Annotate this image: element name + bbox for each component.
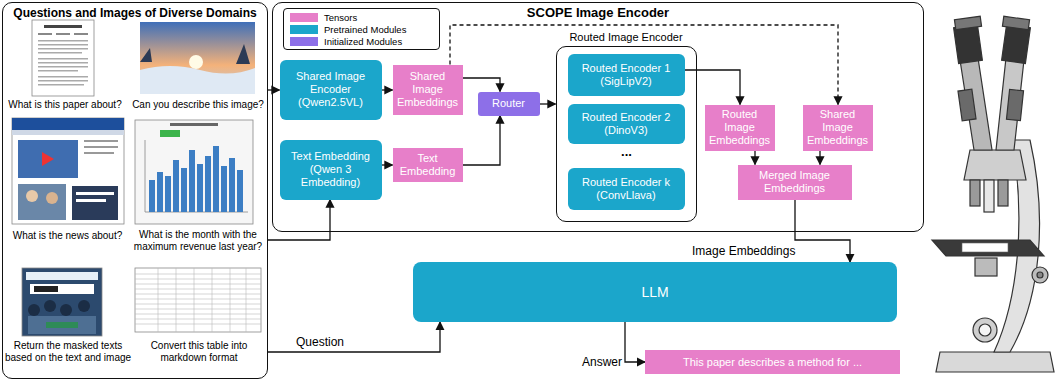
module-box: Routed Encoder k (ConvLlava): [568, 168, 685, 210]
legend-swatch: [290, 37, 318, 46]
flow-arrow: [463, 78, 501, 92]
flow-arrow: [625, 322, 645, 362]
tensor-box: Text Embedding: [393, 148, 463, 182]
tensor-box: Routed Image Embeddings: [705, 105, 775, 151]
tensor-box: Shared Image Embeddings: [393, 65, 463, 115]
node-label: This paper describes a method for ...: [683, 356, 862, 369]
news-screenshot: [12, 118, 124, 224]
encoder-group: Routed Image EncoderRouted Encoder 1 (Si…: [556, 46, 697, 222]
llm-box: LLM: [413, 262, 897, 322]
flow-arrow: [382, 89, 393, 90]
flow-arrow: [382, 164, 393, 165]
module-box: Text Embedding (Qwen 3 Embedding): [280, 140, 382, 200]
node-label: Text Embedding (Qwen 3 Embedding): [284, 150, 378, 189]
flow-arrow: [819, 151, 820, 165]
question-caption: What is the news about?: [5, 230, 130, 242]
node-label: Merged Image Embeddings: [742, 169, 848, 195]
node-label: Routed Encoder k (ConvLlava): [572, 176, 681, 202]
legend-box: TensorsPretrained ModulesInitialized Mod…: [283, 8, 440, 50]
legend-swatch: [290, 25, 318, 34]
flow-arrow: [795, 200, 850, 263]
domain-panel: Questions and Images of Diverse Domains: [2, 2, 268, 379]
flow-arrow: [754, 151, 755, 165]
tensor-box: Shared Image Embeddings: [803, 105, 873, 151]
node-label: LLM: [641, 286, 668, 299]
question-caption: Can you describe this image?: [130, 99, 266, 111]
edge-label: Answer: [580, 355, 624, 369]
node-label: Routed Encoder 2 (DinoV3): [572, 111, 681, 137]
node-label: Shared Image Embeddings: [397, 70, 459, 109]
module-box: Routed Encoder 1 (SigLipV2): [568, 54, 685, 96]
question-caption: What is this paper about?: [5, 99, 125, 111]
group-heading: Routed Image Encoder: [557, 31, 696, 43]
legend-text: Pretrained Modules: [324, 24, 406, 35]
panel-title: Questions and Images of Diverse Domains: [3, 6, 267, 20]
question-caption: Convert this table into markdown format: [133, 340, 265, 364]
tensor-box: Merged Image Embeddings: [738, 165, 852, 200]
router-box: Router: [478, 92, 540, 116]
tensor-box: This paper describes a method for ...: [645, 350, 900, 374]
module-box: Routed Encoder 2 (DinoV3): [568, 104, 685, 144]
ellipsis-mark: ...: [568, 145, 685, 159]
node-label: Text Embedding: [397, 152, 459, 178]
node-label: Shared Image Encoder (Qwen2.5VL): [284, 70, 378, 109]
node-label: Routed Image Embeddings: [709, 108, 771, 147]
node-label: Routed Encoder 1 (SigLipV2): [572, 62, 681, 88]
table-thumbnail: [135, 268, 261, 332]
module-box: Shared Image Encoder (Qwen2.5VL): [280, 60, 382, 120]
flow-arrow: [268, 89, 280, 90]
edge-label: Question: [294, 335, 346, 349]
flow-arrow: [268, 200, 330, 241]
node-label: Router: [492, 97, 525, 110]
node-label: Shared Image Embeddings: [807, 108, 869, 147]
legend-text: Initialized Modules: [324, 36, 402, 47]
flow-arrow: [268, 322, 440, 352]
flow-arrow: [463, 116, 501, 166]
masked-text-image: [22, 268, 102, 336]
bar-chart-thumbnail: [135, 120, 253, 224]
legend-swatch: [290, 13, 318, 22]
flow-arrow: [540, 103, 556, 104]
microscope-illustration: [932, 16, 1054, 372]
question-caption: Return the masked texts based on the tex…: [4, 340, 132, 364]
legend-text: Tensors: [324, 12, 357, 23]
landscape-photo: [140, 22, 255, 94]
edge-label: Image Embeddings: [690, 244, 797, 258]
flow-arrow: [685, 70, 741, 105]
paper-thumbnail: [32, 20, 94, 96]
question-caption: What is the month with the maximum reven…: [130, 229, 266, 253]
